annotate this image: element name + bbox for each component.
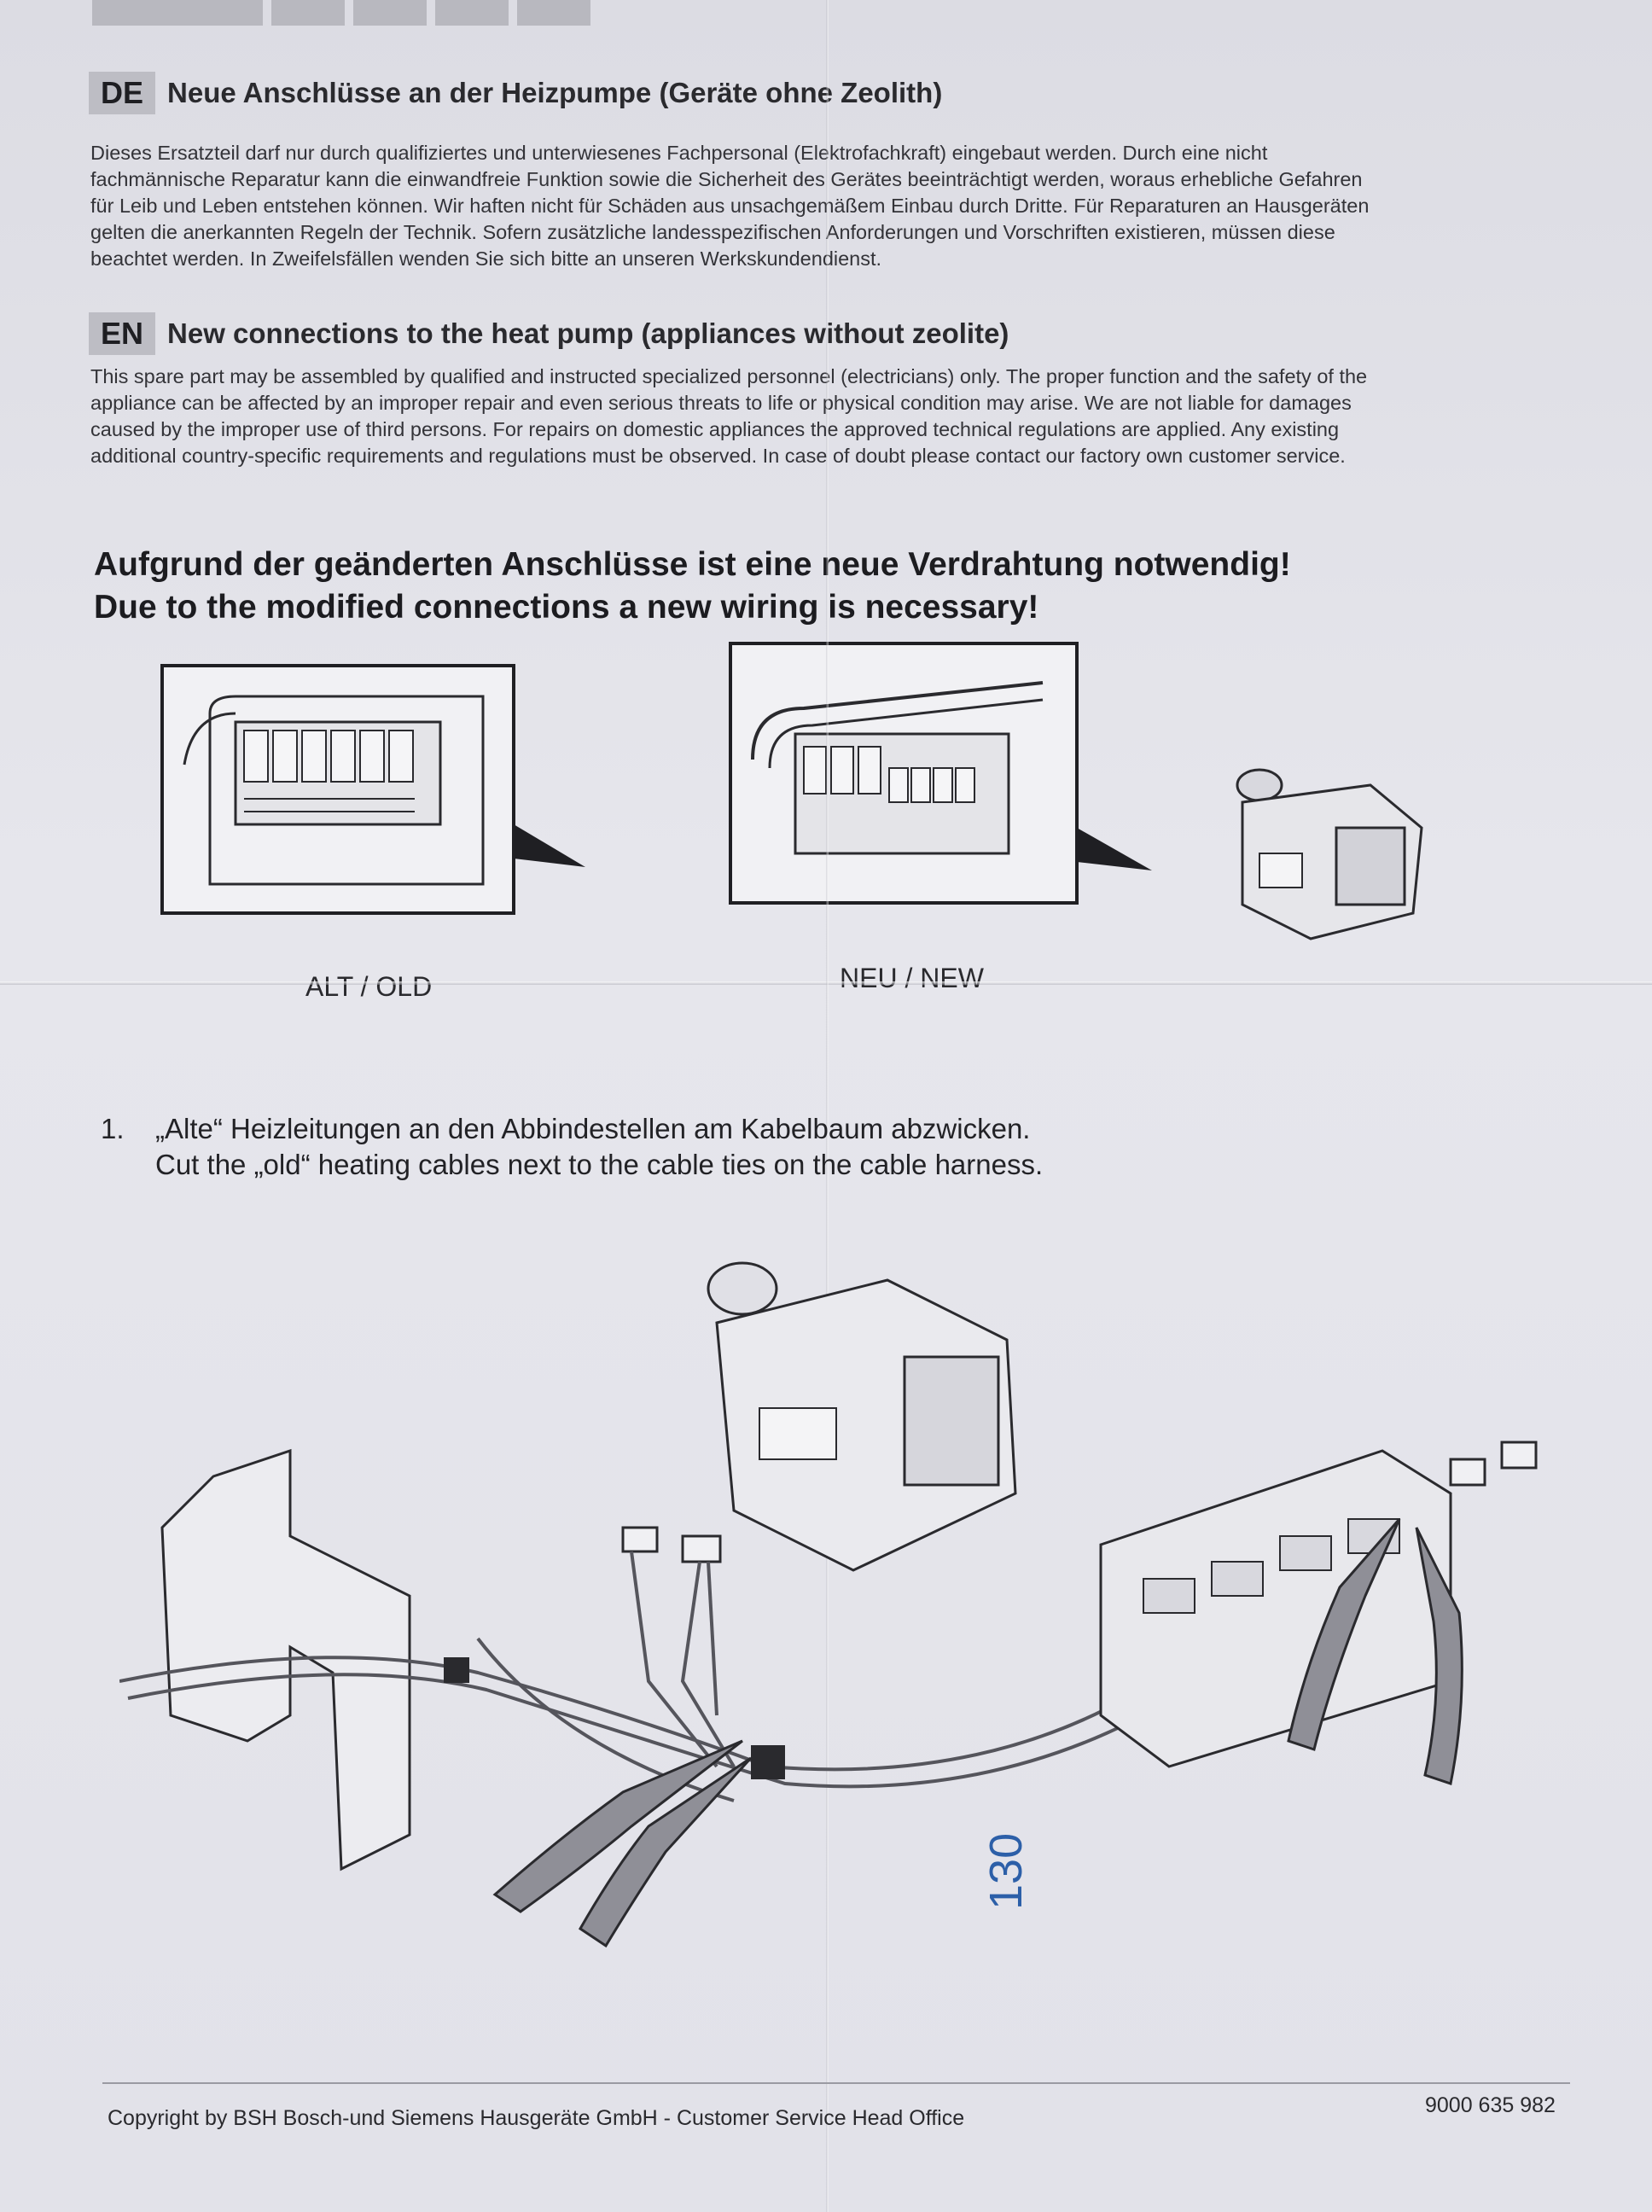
section-en-header: EN New connections to the heat pump (app… [89,312,1009,355]
section-de-title: Neue Anschlüsse an der Heizpumpe (Geräte… [167,77,943,108]
section-de-header: DE Neue Anschlüsse an der Heizpumpe (Ger… [89,72,942,114]
text-line: appliance can be affected by an improper… [90,392,1352,414]
section-de-text: Dieses Ersatzteil darf nur durch qualifi… [90,140,1565,272]
text-line: für Leib und Leben entstehen können. Wir… [90,195,1370,217]
section-en-text: This spare part may be assembled by qual… [90,364,1565,469]
step-number: 1. [101,1113,125,1144]
blue-stamp-number: 130 [980,1832,1032,1910]
text-line: caused by the improper use of third pers… [90,418,1340,440]
text-line: gelten die anerkannten Regeln der Techni… [90,221,1335,243]
notice-de: Aufgrund der geänderten Anschlüsse ist e… [94,546,1291,583]
lang-badge-de: DE [89,72,156,114]
caption-new: NEU / NEW [840,963,984,993]
text-line: additional country-specific requirements… [90,445,1346,467]
figure-new-connector [727,640,1154,913]
text-line: fachmännische Reparatur kann die einwand… [90,168,1363,190]
lang-badge-en: EN [89,312,156,355]
section-en-title: New connections to the heat pump (applia… [167,317,1009,349]
text-line: Dieses Ersatzteil darf nur durch qualifi… [90,142,1268,164]
figure-old-connector [159,662,602,918]
top-header-bar [0,0,1652,26]
footer-divider [102,2082,1570,2084]
notice-en: Due to the modified connections a new wi… [94,589,1039,626]
step-1-de: „Alte“ Heizleitungen an den Abbindestell… [155,1113,1031,1144]
heat-pump-small-illustration [1208,751,1430,956]
paper-fold [826,0,829,2212]
text-line: This spare part may be assembled by qual… [90,365,1368,387]
footer-doc-number: 9000 635 982 [1425,2093,1556,2117]
footer-copyright: Copyright by BSH Bosch-und Siemens Hausg… [108,2106,965,2130]
cable-cutting-illustration [119,1237,1570,1980]
step-1-en: Cut the „old“ heating cables next to the… [155,1149,1044,1180]
caption-old: ALT / OLD [305,971,433,1002]
text-line: beachtet werden. In Zweifelsfällen wende… [90,247,882,270]
